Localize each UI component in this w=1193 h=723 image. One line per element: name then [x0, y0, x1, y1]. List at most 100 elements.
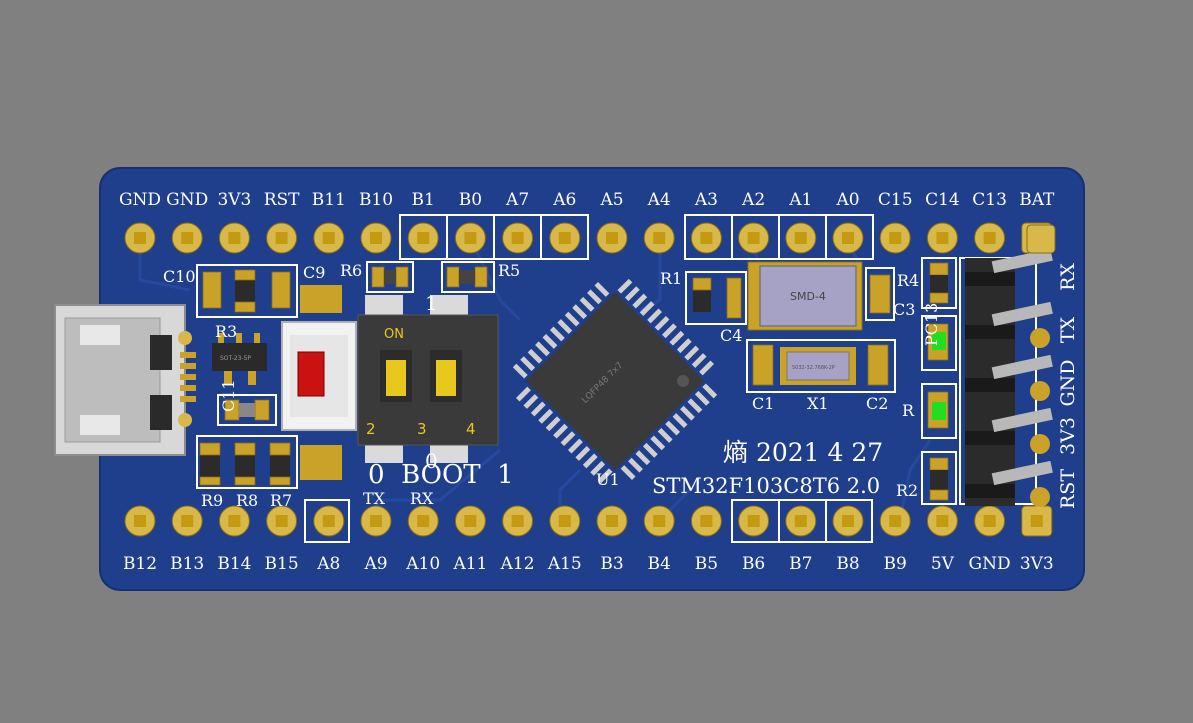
- mcu-pin: [567, 438, 583, 454]
- mcu-pin: [516, 386, 531, 402]
- label-c9: C9: [303, 263, 325, 282]
- micro-usb-connector: [54, 304, 196, 456]
- pin-label: GND: [166, 190, 208, 210]
- pin-pad: [1021, 505, 1053, 537]
- pin-label: GND: [969, 554, 1011, 574]
- mcu-pin: [650, 435, 666, 451]
- label-r7: R7: [270, 491, 292, 510]
- date-label: 熵 2021 4 27: [723, 438, 883, 467]
- pin-pad: [502, 505, 534, 537]
- mcu-pin: [617, 278, 633, 294]
- mcu-pin: [560, 431, 576, 447]
- pin-pad: [360, 505, 392, 537]
- pin-pad: [360, 222, 392, 254]
- voltage-regulator: SOT-23-5P: [212, 333, 267, 385]
- label-r-led: R: [902, 401, 915, 420]
- pin-label: B12: [123, 554, 157, 574]
- pin-label: B9: [884, 554, 907, 574]
- mcu-pin: [662, 323, 677, 339]
- dip-zero: 0: [425, 449, 438, 473]
- pin-pad: [785, 505, 817, 537]
- crystal-area: SMD-4 5032-32.768K-2P: [685, 261, 896, 393]
- pin-label: B6: [742, 554, 765, 574]
- mcu-pin: [530, 401, 546, 417]
- mcu-pin: [635, 450, 651, 466]
- pin-pad: [124, 505, 156, 537]
- pin-pad: [454, 505, 486, 537]
- pin-label: B4: [648, 554, 671, 574]
- pin-pad: [690, 222, 722, 254]
- boot-resistors: [366, 261, 495, 293]
- mcu-pin: [575, 446, 591, 461]
- pin-label: A6: [552, 190, 576, 210]
- pin-pad: [974, 505, 1006, 537]
- mcu-pin: [676, 338, 692, 354]
- pin-label: RST: [264, 190, 300, 210]
- crystal-label: SMD-4: [790, 290, 826, 303]
- pin-pad: [974, 222, 1006, 254]
- label-r8: R8: [236, 491, 258, 510]
- pin-label: B3: [600, 554, 623, 574]
- pin-pad: [926, 222, 958, 254]
- pin-pad: [124, 222, 156, 254]
- mcu-pin: [654, 315, 670, 331]
- pin-label: B0: [459, 190, 482, 210]
- pin-label: B14: [217, 554, 251, 574]
- mcu-pin: [672, 413, 688, 429]
- pin-pad: [407, 222, 439, 254]
- pin-pad: [549, 505, 581, 537]
- pin-pad: [879, 222, 911, 254]
- pin-label: A7: [505, 190, 529, 210]
- left-passives: [196, 264, 298, 489]
- pin-label: A8: [316, 554, 340, 574]
- pin-pad: [266, 505, 298, 537]
- mcu-pin: [642, 442, 658, 458]
- pin-label: 3V3: [217, 190, 251, 210]
- label-r1: R1: [660, 269, 682, 288]
- mcu-pin: [553, 423, 568, 439]
- pin-pad: [738, 505, 770, 537]
- pin-pad: [407, 505, 439, 537]
- label-u1: U1: [596, 470, 620, 489]
- small-crystal-marking: 5032-32.768K-2P: [792, 365, 835, 371]
- mcu-pin: [594, 282, 610, 297]
- top-pin-silk-boxes: [399, 214, 874, 260]
- pin-label: A5: [599, 190, 623, 210]
- mcu-pin: [545, 416, 561, 432]
- pin-pad: [313, 505, 345, 537]
- pin-pad: [785, 222, 817, 254]
- pin-pad: [313, 222, 345, 254]
- model-label: STM32F103C8T6 2.0: [652, 474, 880, 498]
- mcu-pin: [669, 330, 685, 346]
- pin-pad: [218, 222, 250, 254]
- regulator-marking: SOT-23-5P: [220, 355, 251, 362]
- pin-label: A10: [405, 554, 440, 574]
- label-c11: C11: [219, 379, 238, 412]
- mcu-pin: [624, 286, 640, 302]
- mcu-pin: [538, 408, 554, 424]
- pin-pad: [266, 222, 298, 254]
- mcu-pin: [527, 348, 543, 364]
- label-r2: R2: [896, 481, 918, 500]
- pin-label: A12: [500, 554, 535, 574]
- silkscreen-labels: C10 C9 R6 R5 R3 C11 R9 R8 R7 R1 C4 R4 C3…: [163, 261, 941, 510]
- mcu-pin: [657, 428, 673, 443]
- label-c1: C1: [752, 394, 774, 413]
- pin-pad: [171, 505, 203, 537]
- pin-label: B11: [312, 190, 346, 210]
- mcu-pin: [694, 390, 710, 406]
- mcu-pin: [582, 453, 598, 469]
- label-c4: C4: [720, 326, 742, 345]
- pin-label: C14: [925, 190, 960, 210]
- led-area: [921, 257, 957, 505]
- rx-label: RX: [410, 489, 434, 508]
- label-c10: C10: [163, 267, 196, 286]
- header-pin: [965, 301, 1053, 348]
- pin-pad: [832, 505, 864, 537]
- pin-label: C13: [972, 190, 1007, 210]
- pin-label: 5V: [931, 554, 955, 574]
- pin-pad: [596, 222, 628, 254]
- mcu-pin: [647, 308, 663, 324]
- pin-pad: [690, 505, 722, 537]
